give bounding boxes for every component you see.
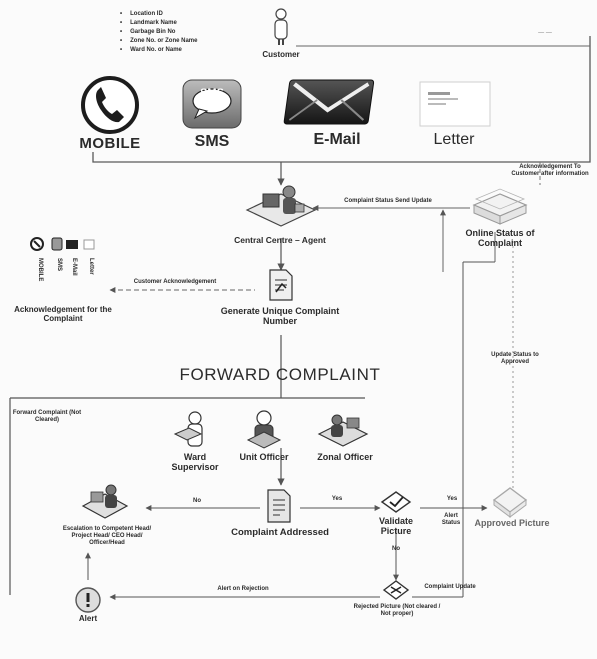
ack-sms-icon [52,238,62,250]
sms-icon-text: SMS [183,87,241,100]
edge-yes-right: Yes [437,496,467,503]
addressed-document-icon [268,490,290,522]
letter-label: Letter [418,131,490,149]
approved-picture-icon [494,488,526,517]
sms-label: SMS [175,133,249,151]
customer-info-item: Location ID [120,10,197,19]
ack-letter-icon [84,240,94,249]
escalation-desk-icon [83,485,127,518]
ward-supervisor-icon [175,412,202,446]
edge-no-left: No [182,498,212,505]
ward-supervisor-label: Ward Supervisor [160,452,230,473]
email-icon [284,80,374,124]
edge-complaint-update: Complaint Update [420,584,480,591]
phone-icon [83,78,137,132]
ack-label: Acknowledgement for the Complaint [8,305,118,323]
zonal-officer-label: Zonal Officer [300,452,390,462]
rejected-picture-label: Rejected Picture (Not cleared / Not prop… [352,604,442,618]
online-status-label: Online Status of Complaint [463,228,537,249]
letter-icon [420,82,490,126]
ack-col-mobile: MOBILE [33,258,43,281]
edge-alert-rejection: Alert on Rejection [208,586,278,593]
validate-picture-label: Validate Picture [366,516,426,537]
ack-col-letter: Letter [84,258,94,275]
unit-officer-label: Unit Officer [224,452,304,462]
generate-label: Generate Unique Complaint Number [210,306,350,327]
edge-alert-status: Alert Status [438,513,464,527]
mobile-label: MOBILE [70,135,150,152]
ack-email-icon [66,240,78,249]
forward-side-note: Forward Complaint (Not Cleared) [12,410,82,424]
complaint-addressed-label: Complaint Addressed [205,528,355,539]
customer-label: Customer [246,50,316,59]
customer-info-list: Location ID Landmark Name Garbage Bin No… [120,10,197,55]
server-icon [474,189,526,224]
customer-info-item: Garbage Bin No [120,28,197,37]
ack-mobile-icon [31,238,43,250]
status-edge-label: Complaint Status Send Update [343,198,433,205]
forward-title: FORWARD COMPLAINT [130,365,430,385]
alert-icon [76,588,100,612]
customer-person-icon [275,9,287,45]
agent-desk-icon [247,186,315,226]
customer-info-item: Zone No. or Zone Name [120,37,197,46]
document-icon [270,270,292,300]
customer-info-item: Ward No. or Name [120,46,197,55]
ack-customer-note: Acknowledgement To Customer after inform… [510,164,590,178]
ack-col-email: E-Mail [67,258,77,276]
approved-picture-label: Approved Picture [472,518,552,528]
ack-edge-label: Customer Acknowledgement [130,279,220,286]
zonal-officer-icon [319,415,367,446]
edge-yes-mid: Yes [322,496,352,503]
validate-picture-icon [382,492,410,512]
alert-label: Alert [60,614,116,623]
ack-col-sms: SMS [52,258,62,271]
escalation-label: Escalation to Competent Head/ Project He… [62,526,152,547]
rejected-picture-icon [384,581,408,599]
customer-info-item: Landmark Name [120,19,197,28]
unit-officer-icon [248,411,280,448]
edge-no-down: No [384,546,408,553]
corner-note: — — [515,30,575,37]
central-agent-label: Central Centre – Agent [210,236,350,246]
email-label: E-Mail [295,131,379,149]
edge-update-status: Update Status to Approved [490,352,540,366]
